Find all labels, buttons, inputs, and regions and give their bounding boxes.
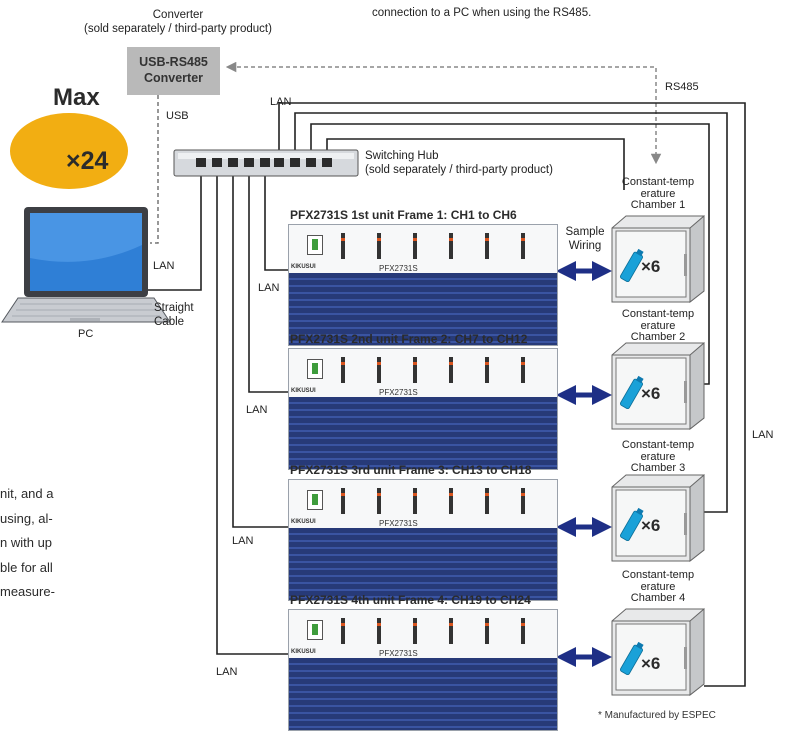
straight-cable-label: Straight Cable	[154, 302, 194, 329]
body-text: nit, and a using, al- n with up ble for …	[0, 486, 55, 599]
lan-label-rack1: LAN	[258, 282, 280, 294]
chamber-2-icon	[611, 341, 705, 431]
chamber-3-icon	[611, 473, 705, 563]
rack-front-panel: KIKUSUI PFX2731S	[289, 610, 557, 659]
laptop-icon	[1, 207, 171, 323]
chamber-4-label: Constant-temp erature Chamber 4	[621, 569, 695, 605]
rack-blue-panel	[289, 397, 557, 469]
lan-label-pc: LAN	[153, 260, 175, 272]
hub-chamber4-lan	[278, 102, 746, 687]
hub-chamber2-lan	[310, 123, 710, 385]
rack-blue-panel	[289, 658, 557, 730]
max-badge	[10, 113, 128, 189]
power-switch-icon	[307, 620, 323, 640]
hub-chamber1-lan	[326, 138, 625, 190]
chamber-4-count: ×6	[641, 654, 661, 673]
hub-rack1-lan	[264, 163, 288, 271]
max-count: ×24	[66, 147, 109, 175]
lan-label-rack4: LAN	[216, 666, 238, 678]
kikusui-logo: KIKUSUI	[291, 388, 316, 394]
chamber-3-label: Constant-temp erature Chamber 3	[621, 439, 695, 475]
chamber-1-label: Constant-temp erature Chamber 1	[621, 176, 695, 212]
hub-rack4-lan	[216, 163, 288, 655]
kikusui-logo: KIKUSUI	[291, 519, 316, 525]
chamber-3-count: ×6	[641, 516, 661, 535]
hub-chamber3-lan	[294, 112, 728, 513]
unit-1-title: PFX2731S 1st unit Frame 1: CH1 to CH6	[290, 208, 517, 222]
usb-line	[150, 95, 159, 244]
sample-wiring-label: Sample Wiring	[565, 226, 605, 253]
chamber-2-count: ×6	[641, 384, 661, 403]
chamber-1-count: ×6	[641, 257, 661, 276]
rack-front-panel: KIKUSUI PFX2731S	[289, 480, 557, 529]
pc-label: PC	[78, 328, 94, 340]
converter-caption: Converter (sold separately / third-party…	[84, 9, 272, 36]
lan-label-rack3: LAN	[232, 535, 254, 547]
rack-unit-1: KIKUSUI PFX2731S	[288, 224, 558, 346]
rack-blue-panel	[289, 273, 557, 345]
lan-label-rack2: LAN	[246, 404, 268, 416]
rack-model-label: PFX2731S	[379, 388, 418, 397]
hub-rack2-lan	[248, 163, 288, 393]
rack-unit-3: KIKUSUI PFX2731S	[288, 479, 558, 601]
rack-front-panel: KIKUSUI PFX2731S	[289, 349, 557, 398]
power-switch-icon	[307, 359, 323, 379]
hub-rack3-lan	[232, 163, 288, 528]
usb-rs485-converter: USB-RS485 Converter	[127, 47, 220, 95]
top-note: connection to a PC when using the RS485.	[372, 7, 592, 19]
rs485-label: RS485	[665, 81, 699, 93]
chamber-4-icon	[611, 607, 705, 697]
rack-model-label: PFX2731S	[379, 649, 418, 658]
usb-label: USB	[166, 110, 189, 122]
footnote: * Manufactured by ESPEC	[598, 710, 716, 721]
rack-model-label: PFX2731S	[379, 519, 418, 528]
switching-hub-icon	[173, 149, 359, 177]
unit-3-title: PFX2731S 3rd unit Frame 3: CH13 to CH18	[290, 463, 532, 477]
lan-label-hub: LAN	[270, 96, 292, 108]
unit-4-title: PFX2731S 4th unit Frame 4: CH19 to CH24	[290, 593, 531, 607]
kikusui-logo: KIKUSUI	[291, 649, 316, 655]
unit-2-title: PFX2731S 2nd unit Frame 2: CH7 to CH12	[290, 332, 528, 346]
rack-blue-panel	[289, 528, 557, 600]
pc-hub-lan	[147, 163, 202, 291]
rs485-line	[225, 61, 662, 165]
hub-label: Switching Hub (sold separately / third-p…	[365, 150, 553, 177]
rack-model-label: PFX2731S	[379, 264, 418, 273]
power-switch-icon	[307, 490, 323, 510]
rack-front-panel: KIKUSUI PFX2731S	[289, 225, 557, 274]
lan-label-chambers: LAN	[752, 429, 774, 441]
kikusui-logo: KIKUSUI	[291, 264, 316, 270]
rack-unit-2: KIKUSUI PFX2731S	[288, 348, 558, 470]
power-switch-icon	[307, 235, 323, 255]
chamber-2-label: Constant-temp erature Chamber 2	[621, 308, 695, 344]
max-label: Max	[53, 84, 100, 111]
rack-unit-4: KIKUSUI PFX2731S	[288, 609, 558, 731]
chamber-1-icon	[611, 214, 705, 304]
